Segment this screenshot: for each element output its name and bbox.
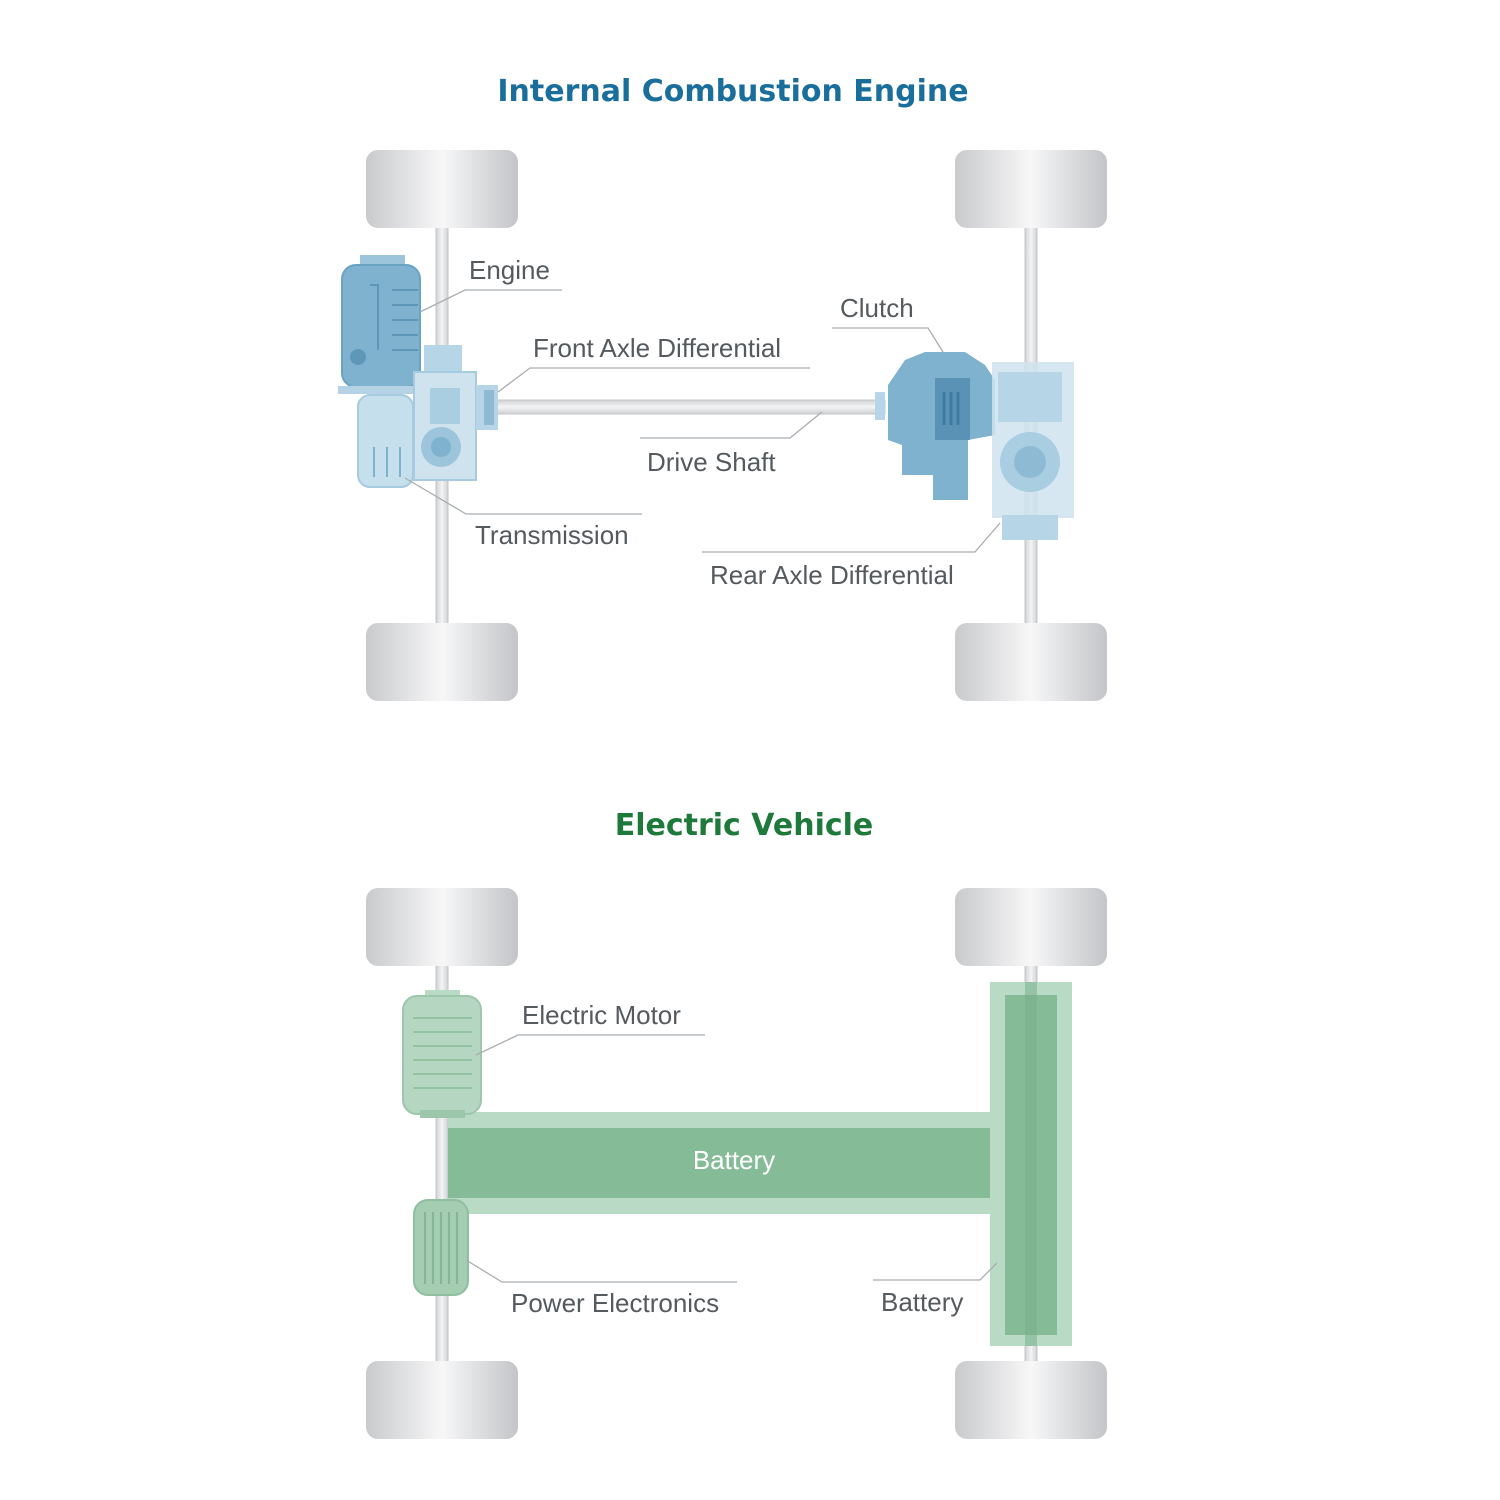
transmission-block: [357, 394, 414, 488]
front-axle-differential-block: [413, 345, 498, 481]
battery-center-label: Battery: [693, 1145, 775, 1175]
transmission-leader-line: [404, 477, 642, 515]
ev-wheel-rear-top: [955, 888, 1107, 966]
battery-rear-leader-line: [873, 1262, 998, 1281]
drive-shaft-leader-line: [640, 411, 823, 439]
ice-wheel-front-top: [366, 150, 518, 228]
ev-title: Electric Vehicle: [615, 808, 874, 843]
ice-wheel-rear-bottom: [955, 623, 1107, 701]
rear-axle-differential-leader-line: [702, 522, 1001, 553]
ev-section: Electric Vehicle: [366, 808, 1107, 1439]
front-axle-differential-leader-line: [497, 367, 810, 393]
rear-axle-differential-label: Rear Axle Differential: [710, 560, 954, 590]
ice-wheel-front-bottom: [366, 623, 518, 701]
battery-center-block: [448, 1112, 993, 1214]
ice-title: Internal Combustion Engine: [497, 74, 968, 109]
engine-label: Engine: [469, 255, 550, 285]
ev-wheel-front-bottom: [366, 1361, 518, 1439]
clutch-label: Clutch: [840, 293, 914, 323]
transmission-label: Transmission: [475, 520, 629, 550]
power-electronics-label: Power Electronics: [511, 1288, 719, 1318]
battery-rear-block: [990, 982, 1072, 1346]
ice-wheel-rear-top: [955, 150, 1107, 228]
rear-axle-differential-block: [992, 362, 1074, 540]
electric-motor-leader-line: [475, 1034, 705, 1056]
engine-leader-line: [419, 289, 562, 313]
ev-wheel-front-top: [366, 888, 518, 966]
drive-shaft-label: Drive Shaft: [647, 447, 776, 477]
power-electronics-block: [413, 1199, 469, 1296]
engine-block: [338, 255, 428, 394]
clutch-leader-line: [832, 327, 944, 353]
ice-drive-shaft: [489, 399, 886, 415]
ice-section: Internal Combustion Engine: [338, 74, 1107, 701]
clutch-block: [875, 352, 995, 500]
battery-rear-label: Battery: [881, 1287, 963, 1317]
electric-motor-label: Electric Motor: [522, 1000, 681, 1030]
ev-wheel-rear-bottom: [955, 1361, 1107, 1439]
power-electronics-leader-line: [465, 1259, 737, 1283]
front-axle-differential-label: Front Axle Differential: [533, 333, 781, 363]
electric-motor-block: [402, 990, 482, 1118]
